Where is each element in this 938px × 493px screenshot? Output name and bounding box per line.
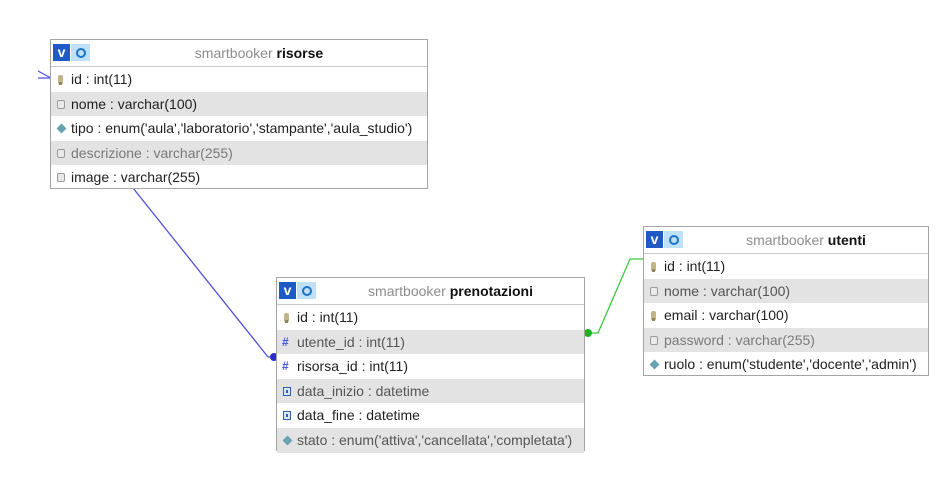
toggle-v-icon[interactable]: v	[279, 282, 296, 299]
column-row[interactable]: # risorsa_id : int(11)	[277, 354, 584, 379]
column-row[interactable]: password : varchar(255)	[644, 327, 928, 353]
column-row[interactable]: ruolo : enum('studente','docente','admin…	[644, 352, 928, 377]
table-header[interactable]: v smartbooker utenti	[644, 227, 928, 254]
datetime-icon	[283, 386, 291, 396]
table-risorse[interactable]: v smartbooker risorse id : int(11) nome …	[50, 39, 428, 189]
primary-key-icon	[284, 313, 289, 323]
column-row[interactable]: image : varchar(255)	[51, 165, 427, 190]
table-name: utenti	[827, 232, 866, 248]
table-utenti[interactable]: v smartbooker utenti id : int(11) nome :…	[643, 226, 929, 376]
table-name: risorse	[276, 45, 324, 61]
settings-gear-icon[interactable]	[71, 44, 90, 61]
column-icon	[650, 335, 658, 345]
column-row[interactable]: data_fine : datetime	[277, 403, 584, 428]
primary-key-icon	[58, 75, 63, 85]
column-label: risorsa_id : int(11)	[297, 358, 409, 375]
column-icon	[57, 99, 65, 109]
column-icon	[57, 148, 65, 158]
db-name: smartbooker	[368, 283, 446, 299]
column-label: id : int(11)	[664, 258, 726, 274]
table-title: smartbooker risorse	[91, 40, 427, 66]
column-label: password : varchar(255)	[664, 331, 815, 348]
datetime-icon	[283, 411, 291, 421]
table-title: smartbooker prenotazioni	[317, 278, 584, 304]
column-label: id : int(11)	[297, 309, 359, 325]
column-row[interactable]: id : int(11)	[51, 67, 427, 92]
settings-gear-icon[interactable]	[297, 282, 316, 299]
column-label: tipo : enum('aula','laboratorio','stampa…	[71, 120, 413, 137]
column-label: email : varchar(100)	[664, 307, 789, 324]
column-row[interactable]: nome : varchar(100)	[51, 91, 427, 117]
column-label: ruolo : enum('studente','docente','admin…	[664, 356, 917, 373]
column-label: stato : enum('attiva','cancellata','comp…	[297, 431, 573, 448]
db-name: smartbooker	[194, 45, 273, 61]
table-title: smartbooker utenti	[684, 227, 928, 253]
table-name: prenotazioni	[449, 283, 533, 299]
column-icon	[57, 173, 65, 183]
column-label: data_inizio : datetime	[297, 382, 430, 399]
column-row[interactable]: tipo : enum('aula','laboratorio','stampa…	[51, 116, 427, 141]
column-label: utente_id : int(11)	[297, 333, 405, 350]
toggle-v-icon[interactable]: v	[646, 231, 663, 248]
column-row[interactable]: # utente_id : int(11)	[277, 329, 584, 355]
toggle-v-icon[interactable]: v	[53, 44, 70, 61]
enum-icon	[56, 123, 67, 134]
column-icon	[650, 286, 658, 296]
index-icon: #	[282, 334, 289, 349]
column-row[interactable]: id : int(11)	[277, 305, 584, 330]
primary-key-icon	[651, 311, 656, 322]
index-icon: #	[282, 359, 289, 374]
table-prenotazioni[interactable]: v smartbooker prenotazioni id : int(11) …	[276, 277, 585, 453]
column-label: data_fine : datetime	[297, 407, 420, 424]
column-row[interactable]: stato : enum('attiva','cancellata','comp…	[277, 427, 584, 453]
enum-icon	[282, 435, 293, 446]
table-header[interactable]: v smartbooker risorse	[51, 40, 427, 67]
relation-utenti-prenotazioni	[584, 258, 643, 337]
column-label: nome : varchar(100)	[71, 95, 198, 112]
column-label: nome : varchar(100)	[664, 282, 791, 299]
settings-gear-icon[interactable]	[664, 231, 683, 248]
primary-key-icon	[651, 262, 656, 272]
column-label: descrizione : varchar(255)	[71, 144, 233, 161]
column-row[interactable]: nome : varchar(100)	[644, 278, 928, 304]
column-label: image : varchar(255)	[71, 169, 201, 186]
column-row[interactable]: id : int(11)	[644, 254, 928, 279]
column-row[interactable]: descrizione : varchar(255)	[51, 140, 427, 166]
column-row[interactable]: data_inizio : datetime	[277, 378, 584, 404]
db-name: smartbooker	[746, 232, 824, 248]
column-row[interactable]: email : varchar(100)	[644, 303, 928, 328]
column-label: id : int(11)	[71, 71, 133, 87]
table-header[interactable]: v smartbooker prenotazioni	[277, 278, 584, 305]
enum-icon	[649, 359, 660, 370]
